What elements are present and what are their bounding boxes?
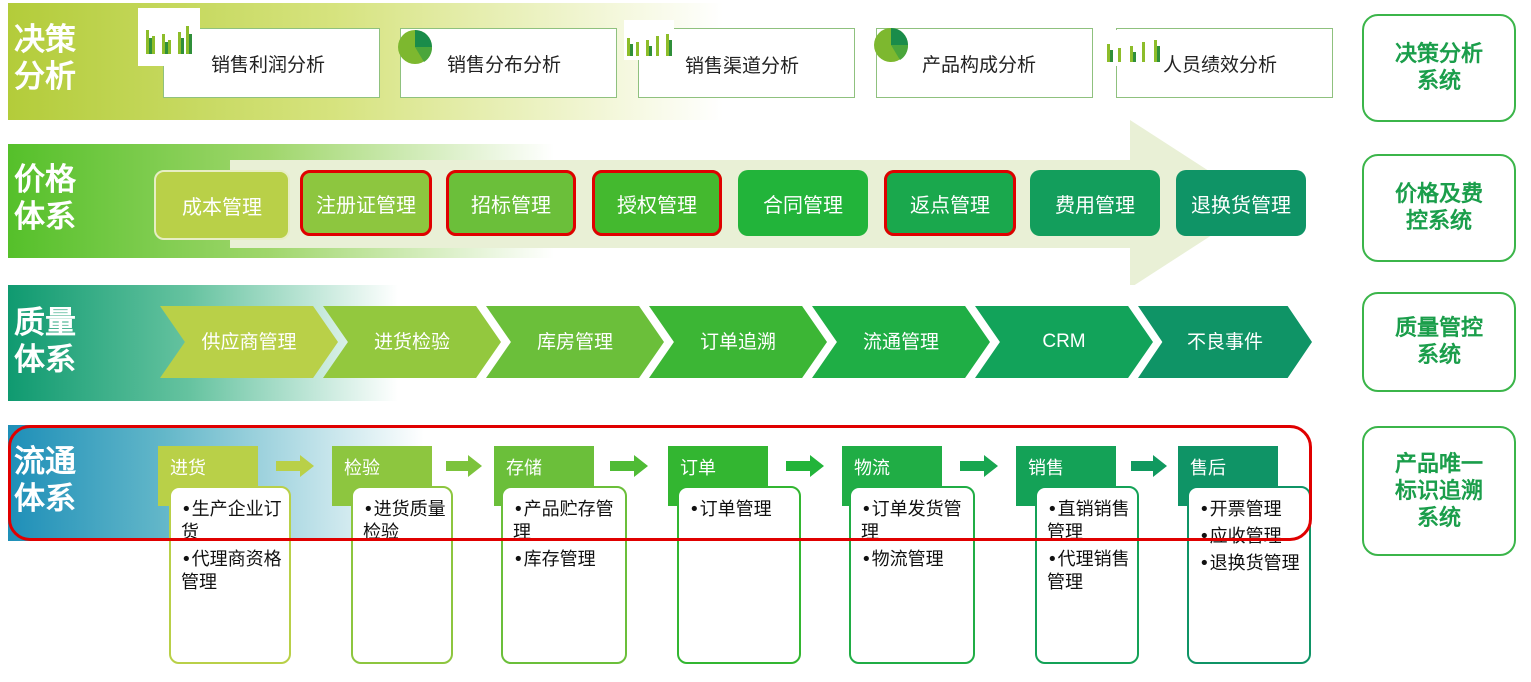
arrow-right-icon: [446, 455, 482, 477]
quality-item-incoming-inspection[interactable]: 进货检验: [323, 306, 501, 378]
system-product-udi-trace[interactable]: 产品唯一 标识追溯 系统: [1362, 426, 1516, 556]
list-item: •订单管理: [689, 499, 772, 520]
price-item-expense[interactable]: 费用管理: [1030, 170, 1160, 236]
list-item: •开票管理: [1199, 499, 1282, 520]
arrow-right-icon: [786, 455, 824, 477]
decision-card-product-label: 产品构成分析: [922, 54, 1037, 76]
quality-item-warehouse[interactable]: 库房管理: [486, 306, 664, 378]
price-item-authorization[interactable]: 授权管理: [592, 170, 722, 236]
decision-card-personnel-label: 人员绩效分析: [1163, 54, 1278, 76]
arrow-right-icon: [960, 455, 998, 477]
pie-chart-thumbnail-icon: [398, 30, 433, 64]
decision-card-distribution-label: 销售分布分析: [447, 54, 562, 76]
flow-highlight-outline: [8, 425, 1312, 541]
decision-card-channel[interactable]: [638, 28, 855, 98]
flow-card-purchase: •生产企业订货 •代理商资格管理: [169, 486, 291, 664]
price-item-cost[interactable]: 成本管理: [154, 170, 290, 240]
quality-item-adverse-event[interactable]: 不良事件: [1138, 306, 1312, 378]
price-item-registration[interactable]: 注册证管理: [300, 170, 432, 236]
price-item-contract[interactable]: 合同管理: [738, 170, 868, 236]
list-item: •产品贮存管理: [513, 499, 614, 543]
price-item-return[interactable]: 退换货管理: [1176, 170, 1306, 236]
quality-item-crm[interactable]: CRM: [975, 306, 1153, 378]
list-item: •物流管理: [861, 549, 944, 570]
list-item: •进货质量检验: [363, 499, 446, 543]
flow-card-inspection: •进货质量检验: [351, 486, 453, 664]
arrow-right-icon: [610, 455, 648, 477]
quality-item-supplier[interactable]: 供应商管理: [160, 306, 338, 378]
decision-card-profit-label: 销售利润分析: [211, 54, 326, 76]
arrow-right-icon: [276, 455, 314, 477]
price-row-label: 价格 体系: [14, 162, 76, 235]
flow-card-aftersales: •开票管理 •应收管理 •退换货管理: [1187, 486, 1311, 664]
flow-card-logistics: •订单发货管理 •物流管理: [849, 486, 975, 664]
list-item: •代理商资格管理: [181, 549, 282, 593]
arrow-right-icon: [1131, 455, 1167, 477]
list-item: •订单发货管理: [861, 499, 962, 543]
flow-card-order: •订单管理: [677, 486, 801, 664]
decision-row-label: 决策 分析: [14, 22, 76, 95]
quality-row-label: 质量 体系: [14, 305, 76, 378]
price-item-bidding[interactable]: 招标管理: [446, 170, 576, 236]
system-quality-control[interactable]: 质量管控 系统: [1362, 292, 1516, 392]
list-item: •生产企业订货: [181, 499, 282, 543]
list-item: •退换货管理: [1199, 553, 1300, 574]
system-price-expense[interactable]: 价格及费 控系统: [1362, 154, 1516, 262]
quality-item-order-trace[interactable]: 订单追溯: [649, 306, 827, 378]
decision-card-product[interactable]: [876, 28, 1093, 98]
list-item: •库存管理: [513, 549, 596, 570]
quality-item-circulation[interactable]: 流通管理: [812, 306, 990, 378]
price-item-rebate[interactable]: 返点管理: [884, 170, 1016, 236]
bar-chart-thumbnail-icon: [1104, 30, 1162, 66]
list-item: •代理销售管理: [1047, 549, 1130, 593]
pie-chart-thumbnail-icon: [874, 28, 909, 62]
bar-chart-thumbnail-icon: [624, 20, 674, 60]
list-item: •应收管理: [1199, 526, 1282, 547]
system-decision-analysis[interactable]: 决策分析 系统: [1362, 14, 1516, 122]
flow-row-label: 流通 体系: [14, 444, 76, 517]
bar-chart-thumbnail-icon: [138, 8, 200, 66]
decision-card-distribution[interactable]: [400, 28, 617, 98]
flow-card-sales: •直销销售管理 •代理销售管理: [1035, 486, 1139, 664]
flow-card-storage: •产品贮存管理 •库存管理: [501, 486, 627, 664]
decision-card-channel-label: 销售渠道分析: [685, 55, 800, 77]
list-item: •直销销售管理: [1047, 499, 1130, 543]
